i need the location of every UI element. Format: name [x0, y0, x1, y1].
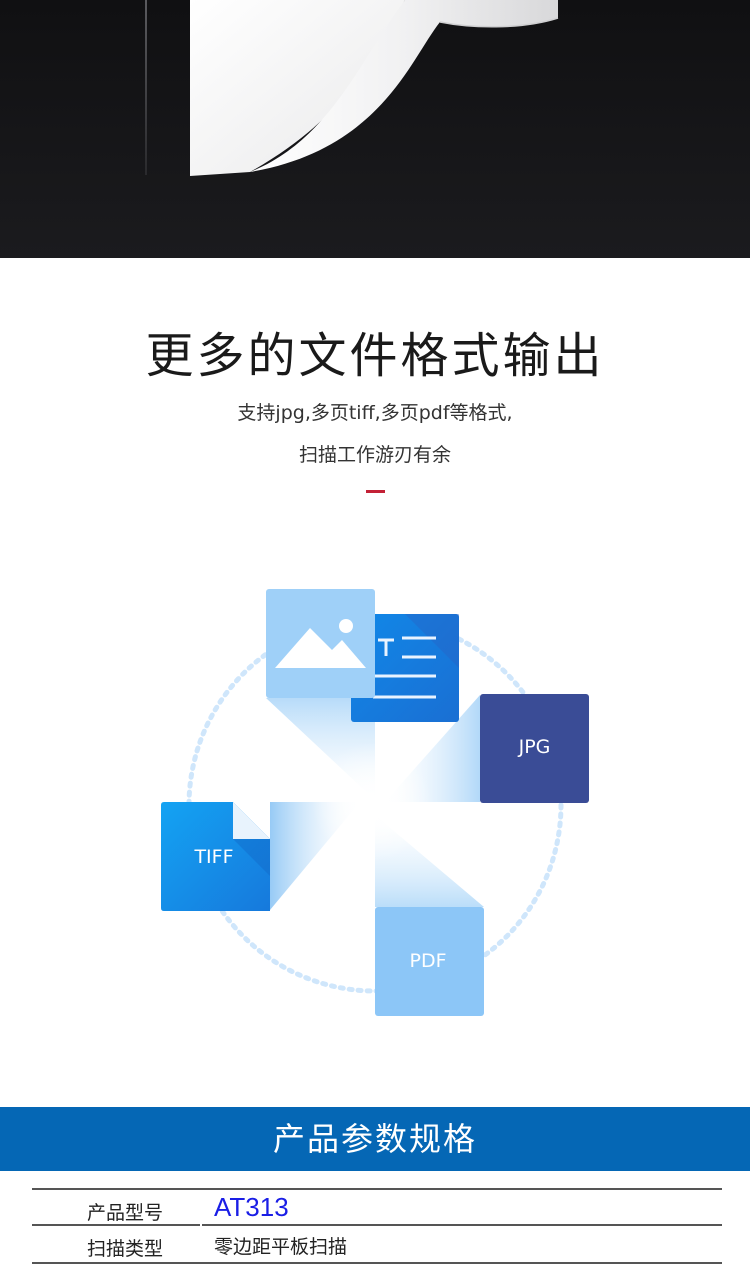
spec-column-separator: [200, 1190, 202, 1226]
spec-table: 产品型号 AT313 扫描类型 零边距平板扫描: [32, 1188, 722, 1264]
spec-value-model: AT313: [214, 1192, 289, 1222]
hero-banner: [0, 0, 750, 258]
scanner-paper-illustration: [190, 0, 559, 176]
spec-row-scan-type: 扫描类型 零边距平板扫描: [32, 1226, 722, 1264]
spec-banner: 产品参数规格: [0, 1107, 750, 1171]
tiff-tile: [161, 802, 270, 911]
pdf-label: PDF: [409, 950, 447, 972]
spec-row-model: 产品型号 AT313: [32, 1188, 722, 1226]
spec-value-scan-type: 零边距平板扫描: [214, 1236, 348, 1258]
feature-title: 更多的文件格式输出: [145, 328, 605, 384]
format-diagram-graphic: [161, 589, 589, 1016]
feature-description-line-1: 支持jpg,多页tiff,多页pdf等格式,: [237, 402, 513, 424]
tiff-label: TIFF: [194, 846, 234, 868]
hero-edge-line: [145, 0, 147, 175]
image-icon: [275, 619, 366, 668]
feature-description-line-2: 扫描工作游刃有余: [298, 444, 451, 466]
spec-key: 扫描类型: [87, 1238, 164, 1260]
pdf-tile: [375, 907, 484, 1016]
spec-column-separator: [200, 1226, 202, 1262]
jpg-label: JPG: [518, 736, 551, 758]
spec-key: 产品型号: [87, 1202, 164, 1224]
jpg-tile: [480, 694, 589, 803]
file-format-diagram: JPG TIFF PDF: [0, 540, 750, 1060]
spec-banner-title: 产品参数规格: [272, 1120, 477, 1158]
accent-divider: [366, 490, 385, 493]
document-icon: [373, 636, 436, 699]
